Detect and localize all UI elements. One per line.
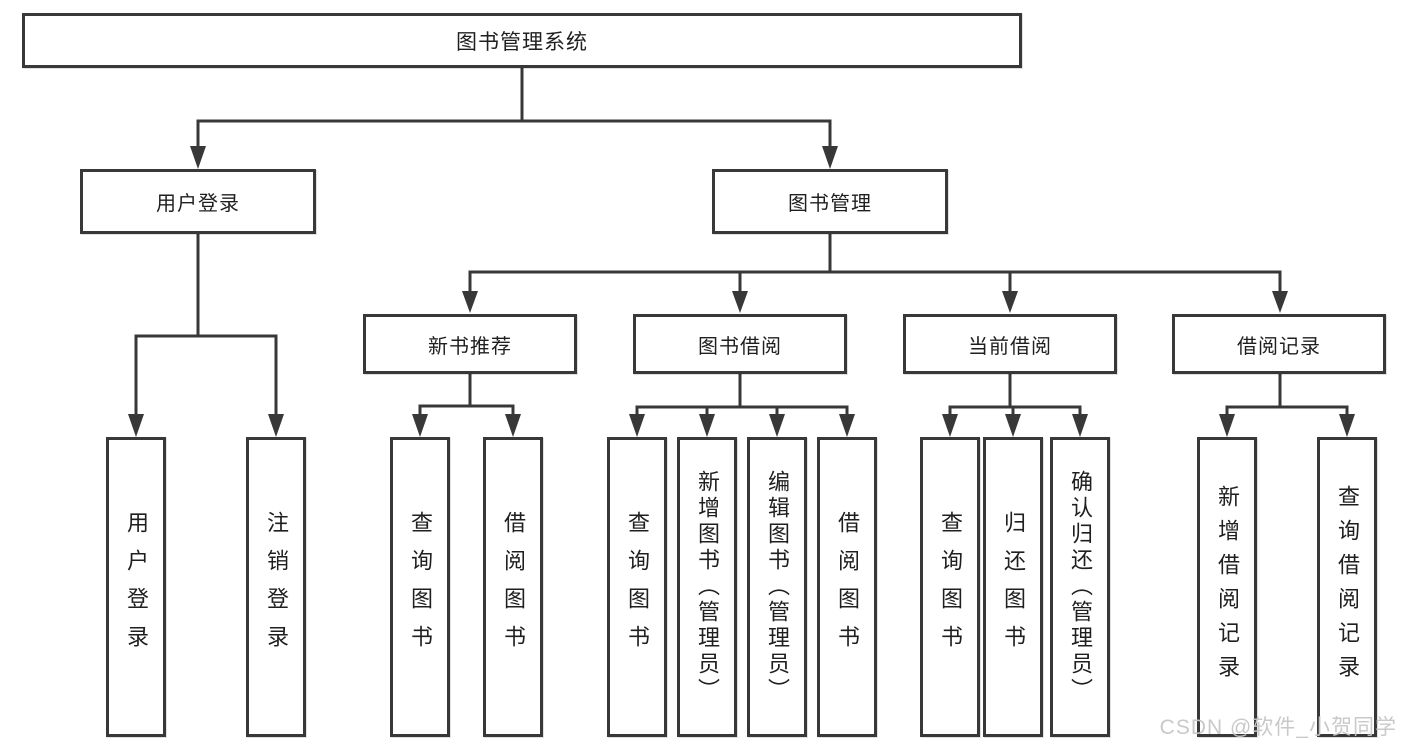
leaf-logout: 注销登录 <box>246 437 306 737</box>
leaf-user-login: 用户登录 <box>106 437 166 737</box>
node-borrowing-records: 借阅记录 <box>1172 314 1386 374</box>
leaf-add-borrow-record: 新增借阅记录 <box>1197 437 1257 737</box>
leaf-confirm-return-admin: 确认归还（管理员） <box>1050 437 1110 737</box>
node-label: 当前借阅 <box>968 335 1052 358</box>
node-book-management: 图书管理 <box>712 169 948 234</box>
leaf-label: 查询图书 <box>938 511 963 663</box>
leaf-return-books: 归还图书 <box>983 437 1043 737</box>
node-label: 图书管理 <box>788 193 872 215</box>
leaf-label: 查询图书 <box>625 511 650 663</box>
leaf-label: 借阅图书 <box>835 511 860 663</box>
leaf-label: 归还图书 <box>1001 511 1026 663</box>
leaf-label: 新增图书（管理员） <box>695 470 720 704</box>
leaf-label: 确认归还（管理员） <box>1068 470 1093 704</box>
node-book-borrowing: 图书借阅 <box>633 314 847 374</box>
leaf-query-books-recommend: 查询图书 <box>390 437 450 737</box>
leaf-label: 新增借阅记录 <box>1215 485 1240 689</box>
leaf-add-book-admin: 新增图书（管理员） <box>677 437 737 737</box>
node-label: 图书管理系统 <box>456 30 588 54</box>
leaf-label: 借阅图书 <box>501 511 526 663</box>
leaf-label: 编辑图书（管理员） <box>765 470 790 704</box>
leaf-query-books-borrowing: 查询图书 <box>607 437 667 737</box>
node-current-borrowing: 当前借阅 <box>903 314 1117 374</box>
leaf-query-borrow-record: 查询借阅记录 <box>1317 437 1377 737</box>
node-user-login: 用户登录 <box>80 169 316 234</box>
leaf-edit-book-admin: 编辑图书（管理员） <box>747 437 807 737</box>
leaf-borrow-books: 借阅图书 <box>817 437 877 737</box>
leaf-borrow-books-recommend: 借阅图书 <box>483 437 543 737</box>
node-label: 新书推荐 <box>428 335 512 358</box>
node-label: 用户登录 <box>156 193 240 215</box>
node-new-book-recommendation: 新书推荐 <box>363 314 577 374</box>
leaf-label: 注销登录 <box>264 511 289 663</box>
leaf-label: 查询借阅记录 <box>1335 485 1360 689</box>
arrowhead-icons <box>128 146 1355 437</box>
node-label: 借阅记录 <box>1237 335 1321 358</box>
leaf-query-books-current: 查询图书 <box>920 437 980 737</box>
node-library-management-system: 图书管理系统 <box>22 13 1022 68</box>
node-label: 图书借阅 <box>698 335 782 358</box>
leaf-label: 用户登录 <box>124 511 149 663</box>
leaf-label: 查询图书 <box>408 511 433 663</box>
csdn-watermark: CSDN @软件_小贺同学 <box>1159 716 1397 739</box>
